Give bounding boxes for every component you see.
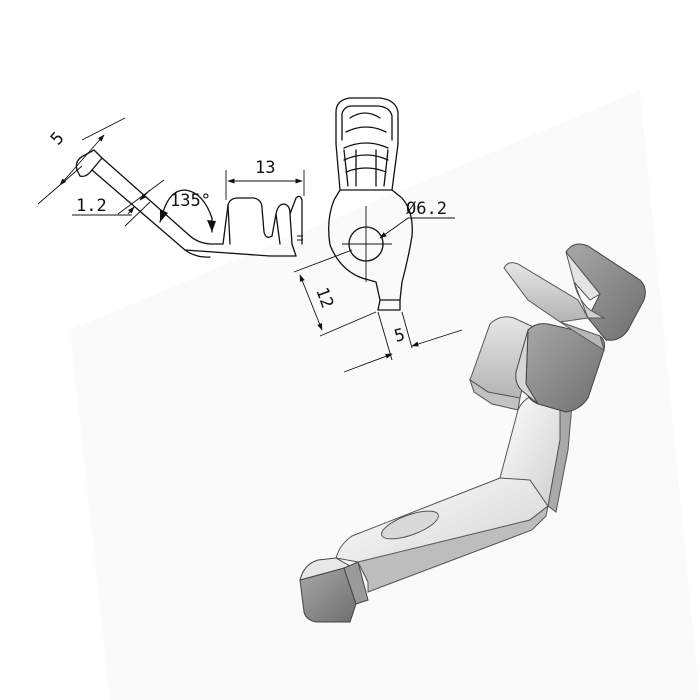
dim-thickness-label: 1.2 bbox=[76, 196, 107, 216]
dim-hole-diameter-label: Ø6.2 bbox=[406, 199, 447, 219]
dim-thickness: 1.2 bbox=[72, 179, 165, 227]
top-view bbox=[328, 97, 413, 311]
dim-angle-label: 135° bbox=[170, 191, 211, 211]
dim-crimp-length-label: 13 bbox=[255, 158, 275, 178]
dim-neck-width: 5 bbox=[343, 311, 463, 373]
dim-tab-width: 5 bbox=[37, 117, 126, 205]
dim-tab-width-label: 5 bbox=[47, 128, 69, 149]
dim-hole-diameter: Ø6.2 bbox=[379, 199, 455, 239]
background-panel bbox=[70, 90, 700, 700]
side-view bbox=[75, 149, 303, 258]
dim-crimp-length: 13 bbox=[225, 158, 305, 200]
isometric-view bbox=[299, 243, 646, 623]
dim-neck-width-label: 5 bbox=[392, 325, 407, 347]
